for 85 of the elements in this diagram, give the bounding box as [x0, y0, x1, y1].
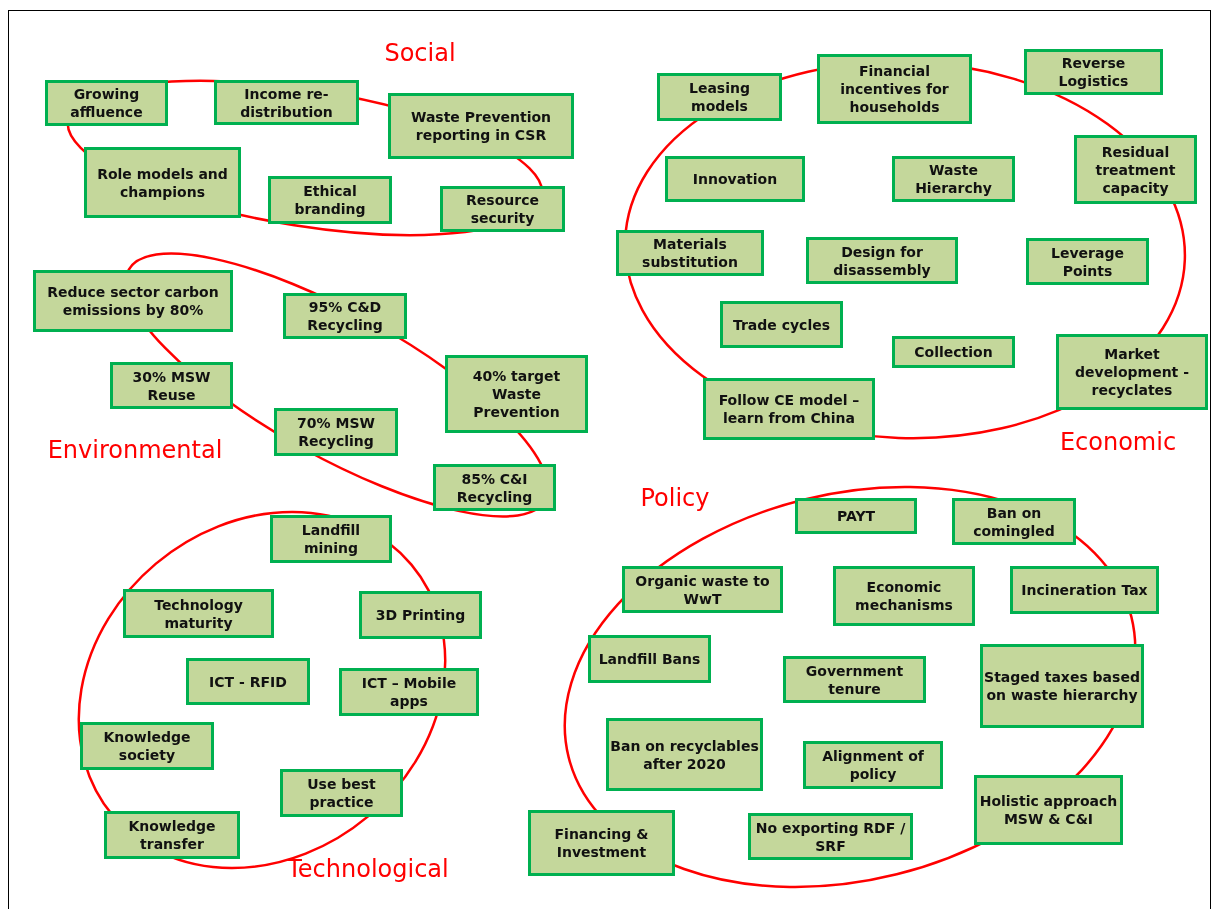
topic-box — [528, 810, 675, 876]
topic-text: Ban on recyclables after 2020 — [609, 736, 760, 773]
topic-text: No exporting RDF / SRF — [754, 818, 907, 855]
topic-box — [616, 230, 764, 276]
category-heading: Social — [384, 39, 456, 67]
topic-box — [892, 156, 1015, 202]
topic-text: Financial incentives for households — [839, 62, 950, 116]
topic-box — [1010, 566, 1159, 614]
topic-text: Landfill mining — [300, 521, 362, 557]
topic-text: PAYT — [836, 507, 876, 525]
topic-box — [703, 378, 875, 440]
topic-box — [274, 408, 398, 456]
topic-text: Landfill Bans — [598, 650, 701, 668]
topic-text: Leverage Points — [1050, 243, 1125, 280]
topic-text: Reduce sector carbon emissions by 80% — [46, 283, 220, 319]
topic-box — [588, 635, 711, 683]
topic-box — [657, 73, 782, 121]
topic-box — [806, 237, 958, 284]
topic-text: 40% target Waste Prevention — [471, 367, 562, 421]
topic-text: Innovation — [692, 170, 778, 188]
topic-text: Market development - recyclates — [1074, 345, 1190, 399]
topic-text: Reverse Logistics — [1057, 54, 1130, 90]
category-heading: Environmental — [47, 436, 223, 464]
topic-box — [33, 270, 233, 332]
topic-box — [283, 293, 407, 339]
topic-box — [80, 722, 214, 770]
topic-text: 85% C&I Recycling — [455, 469, 534, 506]
topic-box — [952, 498, 1076, 545]
topic-text: Use best practice — [306, 775, 377, 811]
topic-box — [1024, 49, 1163, 95]
topic-box — [720, 301, 843, 348]
topic-box — [795, 498, 917, 534]
topic-box — [1056, 334, 1208, 410]
topic-text: Staged taxes based on waste hierarchy — [983, 668, 1141, 704]
topic-box — [665, 156, 805, 202]
topic-box — [833, 566, 975, 626]
topic-box — [817, 54, 972, 124]
topic-text: Trade cycles — [732, 315, 831, 334]
topic-text: Alignment of policy — [821, 747, 925, 783]
topic-text: Leasing models — [688, 79, 751, 115]
topic-box — [104, 811, 240, 859]
topic-text: Knowledge transfer — [127, 817, 217, 853]
topic-text: 70% MSW Recycling — [296, 414, 376, 450]
topic-text: Residual treatment capacity — [1094, 142, 1177, 197]
topic-text: Materials substitution — [641, 235, 739, 271]
topic-box — [783, 656, 926, 703]
topic-text: Technology maturity — [153, 595, 244, 632]
topic-text: Holistic approach MSW & C&I — [978, 792, 1119, 828]
topic-text: 95% C&D Recycling — [306, 298, 384, 334]
topic-box — [1026, 238, 1149, 285]
topic-box — [123, 589, 274, 638]
topic-text: Follow CE model – learn from China — [717, 391, 861, 427]
topic-box — [280, 769, 403, 817]
topic-text: ICT - RFID — [209, 672, 287, 691]
topic-text: Organic waste to WwT — [634, 571, 771, 608]
topic-text: Incineration Tax — [1021, 581, 1148, 599]
topic-text: Financing & Investment — [553, 825, 650, 861]
topic-box — [445, 355, 588, 433]
topic-text: ICT – Mobile apps — [360, 674, 458, 710]
category-heading: Economic — [1059, 428, 1177, 456]
topic-box — [803, 741, 943, 789]
topic-text: Government tenure — [804, 661, 905, 698]
topic-text: Design for disassembly — [832, 242, 932, 279]
topic-box — [980, 644, 1144, 728]
topic-text: 3D Printing — [375, 606, 466, 624]
topic-box — [339, 668, 479, 716]
topic-text: Ban on comingled — [972, 503, 1056, 540]
category-heading: Policy — [640, 484, 710, 512]
category-heading: Technological — [287, 855, 449, 883]
topic-text: Collection — [914, 343, 993, 361]
topic-box — [186, 658, 310, 705]
topic-box — [974, 775, 1123, 845]
topic-box — [110, 362, 233, 409]
topic-box — [622, 566, 783, 613]
topic-text: Waste Hierarchy — [914, 161, 993, 197]
topic-text: Knowledge society — [102, 728, 192, 764]
topic-box — [892, 336, 1015, 368]
topic-box — [1074, 135, 1197, 204]
topic-box — [606, 718, 763, 791]
topic-box — [433, 464, 556, 511]
topic-box — [270, 515, 392, 563]
topic-box — [748, 813, 913, 860]
topic-text: 30% MSW Reuse — [131, 367, 212, 404]
topic-box — [359, 591, 482, 639]
topic-text: Economic mechanisms — [854, 578, 954, 614]
